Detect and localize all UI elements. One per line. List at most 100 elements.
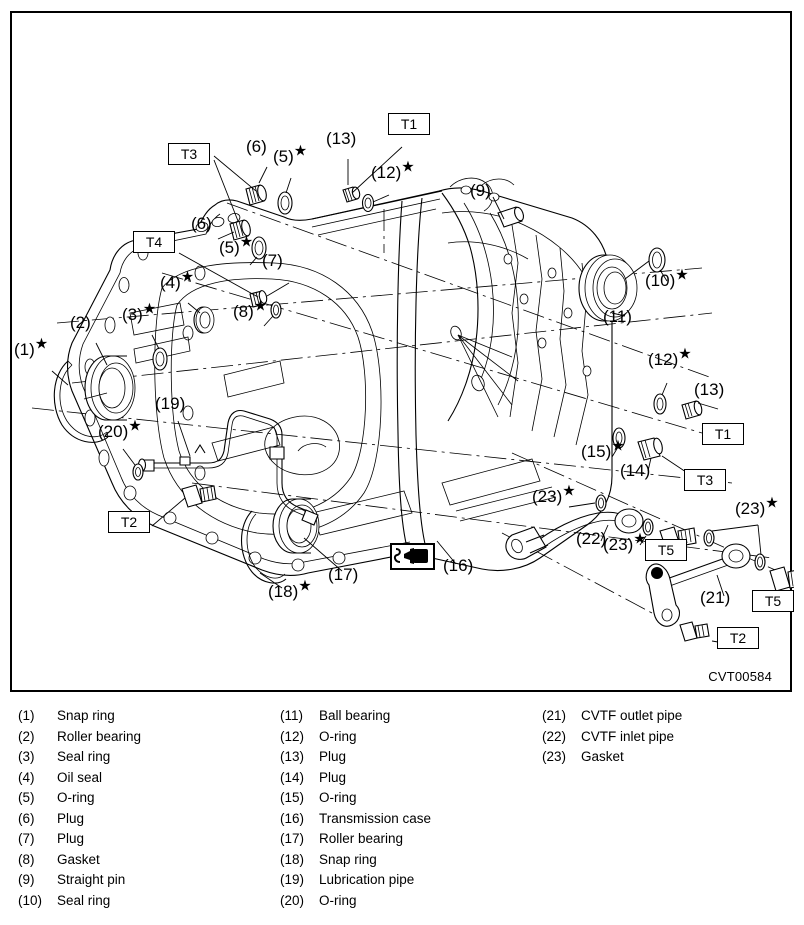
callout-number: (20) (98, 422, 129, 441)
callout-number: (12) (648, 350, 679, 369)
sealant-tube-glyph (393, 548, 428, 564)
legend-item-label: Gasket (581, 749, 624, 764)
o-ring-12-right (653, 382, 668, 415)
callout-number: (22) (576, 529, 607, 548)
callout-10: (10)★ (645, 267, 689, 289)
callout-13: (13) (326, 130, 356, 147)
plug-6-upper (245, 166, 268, 206)
callout-number: (5) (273, 147, 294, 166)
legend-item: (8)Gasket (18, 850, 141, 871)
callout-22: (22) (576, 530, 606, 547)
callout-6: (6) (246, 138, 267, 155)
callout-number: (18) (268, 582, 299, 601)
callout-23: (23)★ (532, 483, 576, 506)
legend-item: (23)Gasket (542, 747, 682, 768)
o-ring-20 (122, 448, 144, 481)
star-icon: ★ (253, 297, 268, 315)
o-ring-12-top (361, 193, 390, 253)
legend-item-number: (2) (18, 728, 35, 744)
callout-number: (23) (603, 535, 634, 554)
legend-item-number: (11) (280, 708, 304, 723)
lubrication-pipe-19 (137, 409, 319, 526)
callout-number: (13) (694, 380, 725, 399)
callout-6: (6) (191, 215, 212, 232)
bolt-T2-bottom (679, 621, 725, 644)
legend-item-label: O-ring (57, 790, 95, 805)
star-icon: ★ (765, 494, 779, 512)
straight-pin-9 (492, 196, 525, 228)
star-icon: ★ (633, 530, 647, 548)
plug-14 (637, 437, 699, 481)
torque-label-T1-right: T1 (702, 423, 744, 445)
legend-item: (18) Snap ring (280, 850, 431, 871)
parts-legend: (1)Snap ring(2)Roller bearing(3)Seal rin… (0, 706, 804, 925)
legend-item-label: Lubrication pipe (319, 872, 415, 887)
plug-13-top (342, 159, 361, 203)
legend-item-label: Plug (57, 831, 85, 846)
gasket-23-b (639, 518, 654, 546)
callout-3: (3)★ (122, 301, 156, 323)
legend-item-number: (22) (542, 728, 567, 744)
callout-number: (19) (155, 394, 186, 413)
legend-item: (15)O-ring (280, 788, 431, 809)
legend-item-label: Plug (319, 749, 347, 764)
legend-item-number: (7) (18, 831, 35, 846)
gasket-8 (263, 301, 282, 327)
o-ring-5-upper (277, 177, 293, 215)
callout-number: (8) (233, 302, 254, 321)
legend-item: (6)Plug (18, 809, 141, 830)
callout-7: (7) (262, 252, 283, 269)
cvtf-inlet-pipe-22 (505, 508, 644, 560)
legend-item: (20)O-ring (280, 891, 431, 912)
torque-label-T1-top: T1 (388, 113, 430, 135)
legend-item-label: O-ring (319, 728, 357, 744)
torque-label-T3-right: T3 (684, 469, 726, 491)
callout-17: (17) (328, 566, 358, 583)
legend-item-label: O-ring (319, 892, 357, 908)
legend-item-number: (15) (280, 790, 305, 805)
torque-label-T2-bottom: T2 (717, 627, 759, 649)
callout-number: (6) (246, 137, 267, 156)
callout-13: (13) (694, 381, 724, 398)
callout-number: (23) (532, 487, 563, 506)
callout-number: (17) (328, 565, 359, 584)
star-icon: ★ (675, 266, 689, 284)
callout-number: (7) (262, 251, 283, 270)
gasket-23-d (754, 553, 766, 571)
callout-number: (2) (70, 313, 91, 332)
callout-19: (19) (155, 395, 185, 412)
callout-1: (1)★ (14, 336, 48, 358)
callout-number: (11) (603, 307, 632, 326)
legend-item: (11)Ball bearing (280, 706, 431, 727)
legend-item-label: Oil seal (57, 769, 103, 785)
callout-5: (5)★ (219, 234, 253, 256)
legend-item-label: Plug (319, 769, 347, 785)
callout-number: (21) (700, 588, 731, 607)
callout-12: (12)★ (371, 159, 415, 181)
oil-seal-4 (187, 302, 215, 334)
legend-item: (2)Roller bearing (18, 727, 141, 748)
legend-item: (19)Lubrication pipe (280, 870, 431, 891)
legend-item-number: (18) (280, 851, 305, 867)
legend-item: (12)O-ring (280, 727, 431, 748)
legend-item: (9)Straight pin (18, 870, 141, 891)
transmission-case-drawing: .ln { fill:none; stroke:#000; stroke-wid… (31, 146, 794, 644)
legend-item-label: Snap ring (319, 851, 377, 867)
seal-ring-3 (151, 334, 168, 371)
cvtf-outlet-pipe-21 (645, 543, 751, 627)
legend-column-1: (1)Snap ring(2)Roller bearing(3)Seal rin… (18, 706, 141, 911)
sealant-tube-icon (390, 543, 435, 570)
legend-item-label: Seal ring (57, 749, 111, 764)
ball-bearing-11 (578, 254, 638, 322)
star-icon: ★ (142, 300, 157, 318)
star-icon: ★ (293, 142, 308, 160)
star-icon: ★ (611, 437, 625, 455)
legend-item: (10)Seal ring (18, 891, 141, 912)
legend-item-label: Plug (57, 810, 85, 826)
callout-number: (16) (443, 556, 474, 575)
callout-23: (23)★ (735, 495, 779, 517)
callout-14: (14) (620, 462, 650, 479)
star-icon: ★ (298, 577, 312, 595)
legend-item-label: Roller bearing (319, 831, 404, 846)
legend-item-number: (5) (18, 790, 35, 805)
